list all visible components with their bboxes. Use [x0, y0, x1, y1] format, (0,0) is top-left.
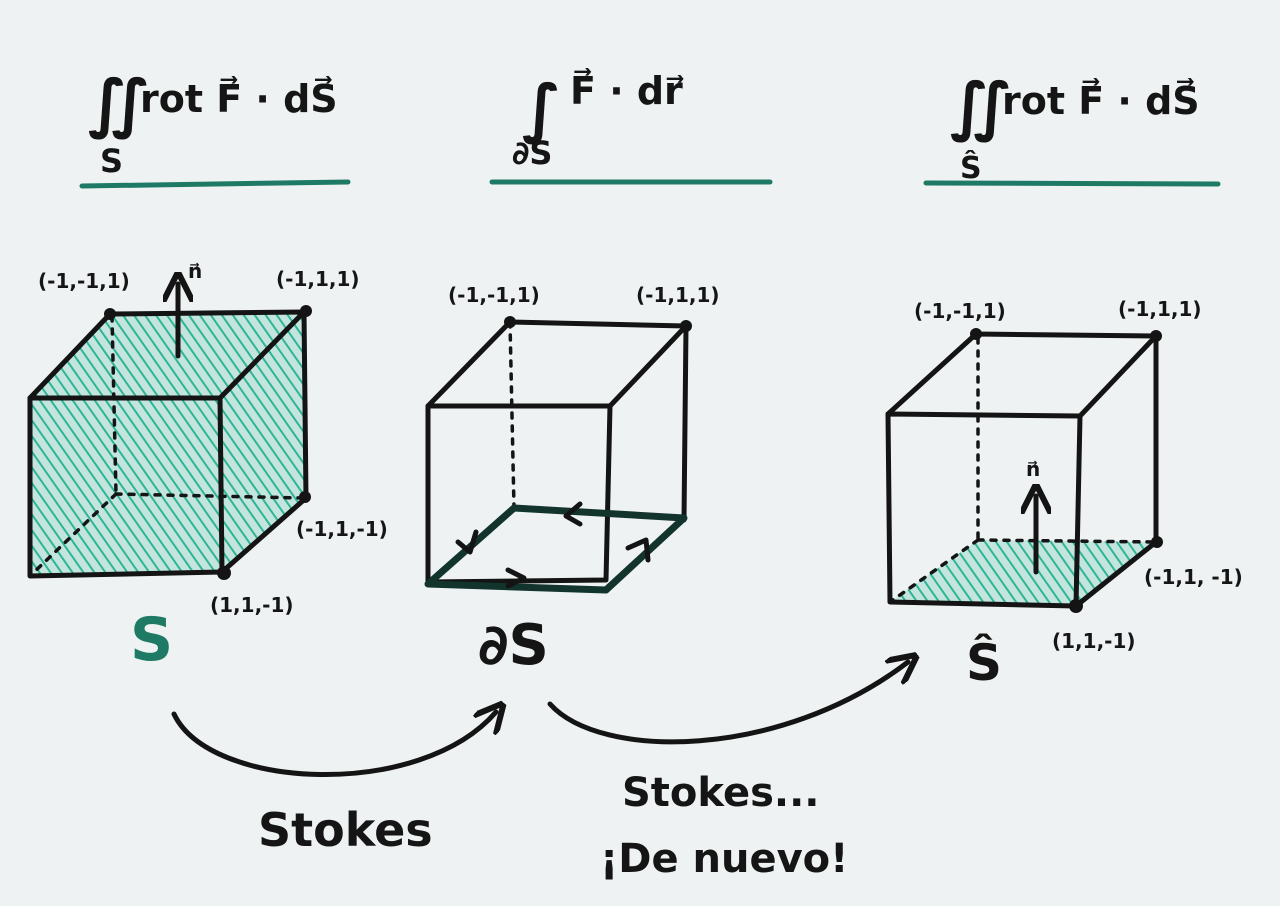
stokes-again-label: Stokes...: [622, 770, 819, 816]
formula-left-body: rot F⃗ · dS⃗: [140, 76, 338, 121]
orientation-arrow: [455, 529, 479, 555]
front-face-edges: [425, 403, 613, 585]
hidden-edge: [114, 492, 306, 500]
stokes-arrow-second: Stokes... ¡De nuevo!: [547, 662, 908, 882]
vertex-dot: [300, 305, 312, 317]
top-face-edges: [27, 309, 307, 401]
normal-vector-label: n⃗: [188, 259, 202, 283]
single-integral-sign: ∫: [522, 72, 561, 146]
vertex-label: (-1,1,1): [1118, 297, 1202, 321]
normal-vector-label: n⃗: [1026, 457, 1040, 481]
formula-middle-body: F⃗ · dr⃗: [570, 68, 685, 113]
orientation-arrow: [563, 501, 583, 527]
top-face-edges: [425, 319, 689, 409]
formula-left-underline: [79, 179, 351, 189]
cube-middle: (-1,-1,1) (-1,1,1) ∂S: [424, 283, 720, 678]
top-face-edges: [885, 331, 1159, 419]
formula-left: ∬ rot F⃗ · dS⃗ S: [79, 67, 351, 189]
vertex-dot: [299, 491, 311, 503]
curved-arrow: [547, 662, 908, 745]
double-integral-sign: ∬: [88, 67, 147, 141]
vertex-label: (-1,1,1): [636, 283, 720, 307]
vertex-dot: [1151, 536, 1163, 548]
vertex-dot: [970, 328, 982, 340]
de-nuevo-label: ¡De nuevo!: [600, 836, 848, 882]
vertex-dot: [1150, 330, 1162, 342]
boundary-name-dS: ∂S: [478, 613, 549, 678]
stokes-arrow-first: Stokes: [171, 712, 496, 857]
right-back-edge: [681, 323, 689, 523]
vertex-label: (-1,1,1): [276, 267, 360, 291]
hidden-edge: [508, 320, 516, 510]
vertex-label: (-1,-1,1): [448, 283, 540, 307]
vertex-label: (-1,-1,1): [914, 299, 1006, 323]
stokes-label: Stokes: [258, 803, 433, 857]
vertex-label: (-1,1,-1): [296, 517, 388, 541]
surface-name-S-hat: Ŝ: [966, 633, 1002, 692]
formula-middle: ∫ F⃗ · dr⃗ ∂S: [489, 68, 773, 185]
vertex-dot: [504, 316, 516, 328]
curved-arrow: [171, 712, 496, 778]
top-face-hatch: [30, 312, 304, 398]
hidden-edge: [110, 314, 118, 496]
formula-right-subscript: Ŝ: [960, 149, 982, 186]
vertex-label: (-1,1, -1): [1144, 565, 1243, 589]
vertex-label: (1,1,-1): [1052, 629, 1136, 653]
hidden-edge: [888, 538, 980, 604]
surface-name-S: S: [130, 605, 173, 675]
hidden-edge: [976, 538, 1158, 544]
formula-right-underline: [923, 180, 1221, 187]
vertex-label: (-1,-1,1): [38, 269, 130, 293]
formula-middle-subscript: ∂S: [512, 134, 552, 172]
orientation-arrow: [505, 567, 527, 589]
boundary-curve: [424, 504, 688, 594]
vertex-dot: [104, 308, 116, 320]
vertex-dot: [1069, 599, 1083, 613]
formula-left-subscript: S: [100, 142, 123, 180]
formula-right: ∬ rot F⃗ · dS⃗ Ŝ: [923, 70, 1221, 187]
orientation-arrow: [625, 537, 651, 563]
formula-right-body: rot F⃗ · dS⃗: [1002, 78, 1200, 123]
hidden-edge: [30, 492, 118, 576]
vertex-dot: [680, 320, 692, 332]
double-integral-sign: ∬: [950, 70, 1009, 144]
cube-left: n⃗ (-1,-1,1) (-1,1,1) (-1,1,-1) (1,1,-1)…: [27, 259, 388, 675]
vertex-label: (1,1,-1): [210, 593, 294, 617]
cube-right: n⃗ (-1,-1,1) (-1,1,1) (-1,1, -1) (1,1,-1…: [885, 297, 1243, 692]
vertex-dot: [217, 566, 231, 580]
